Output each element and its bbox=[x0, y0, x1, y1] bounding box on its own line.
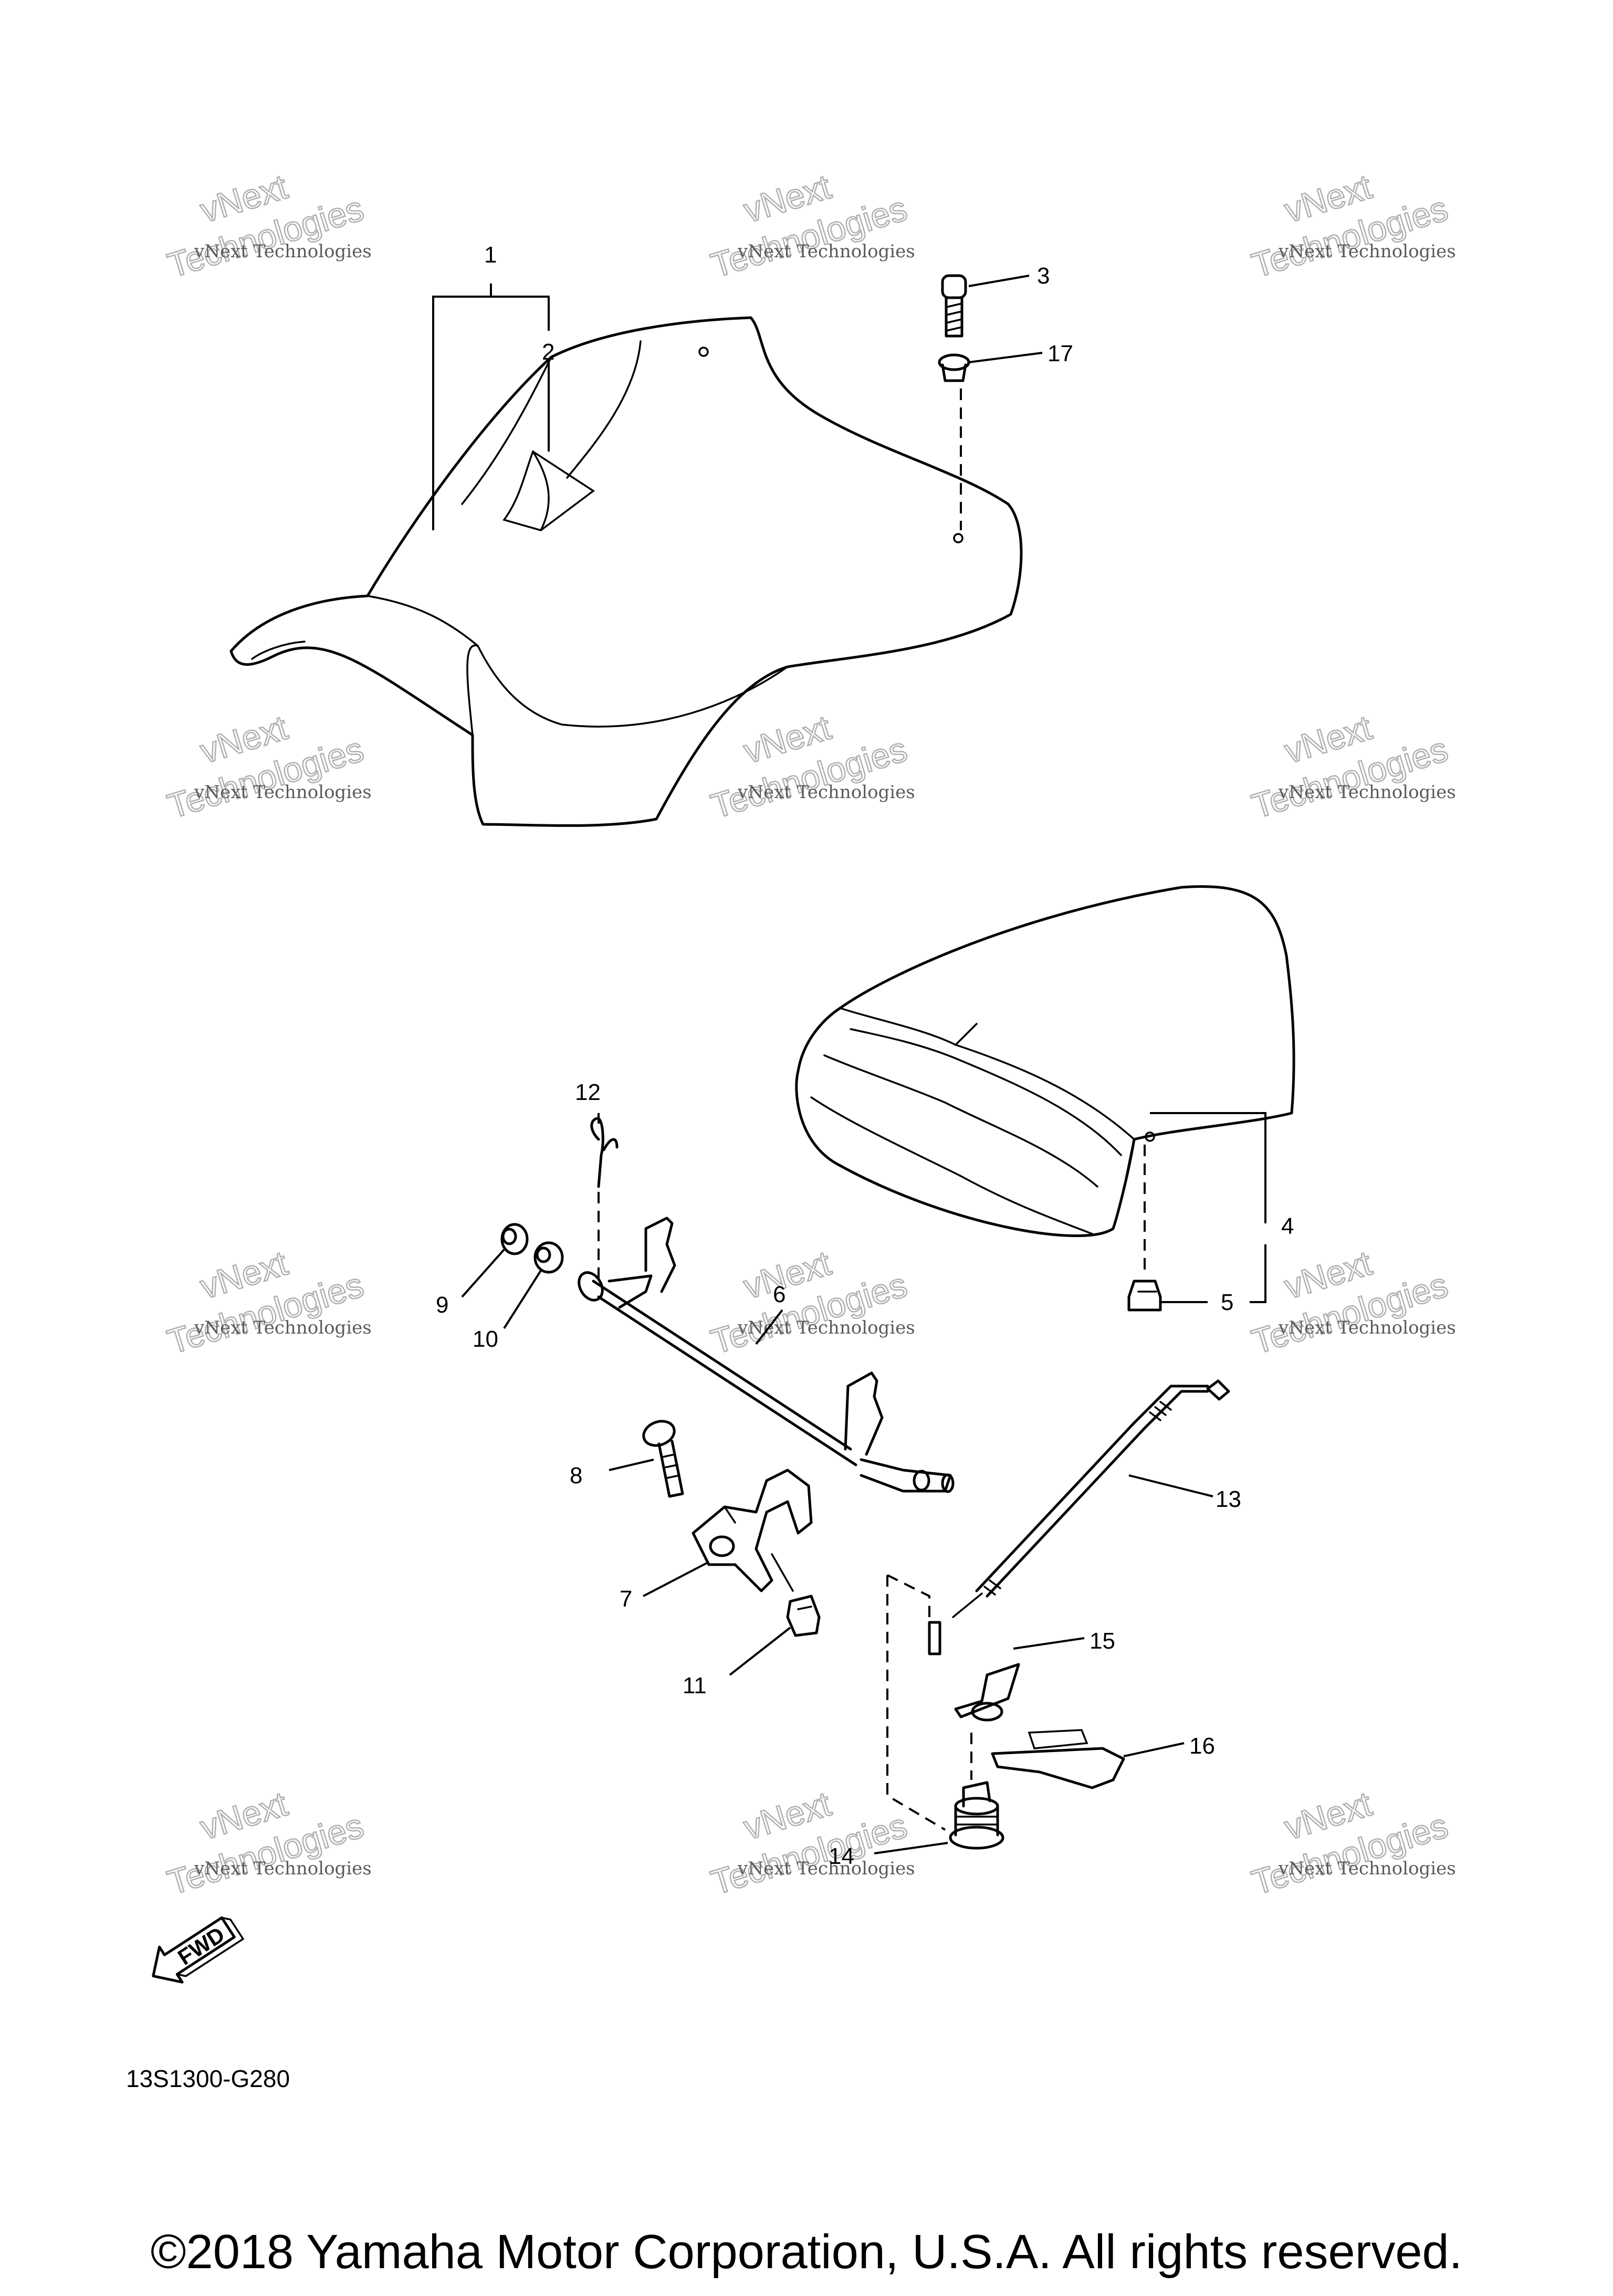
callout-3: 3 bbox=[1037, 263, 1050, 289]
rider-seat bbox=[229, 316, 1023, 827]
grommet-10 bbox=[533, 1241, 564, 1274]
bolt-8 bbox=[642, 1420, 684, 1498]
watermark-small: vNext Technologies bbox=[194, 1317, 372, 1338]
callout-17: 17 bbox=[1048, 341, 1073, 366]
watermark-small: vNext Technologies bbox=[737, 1317, 915, 1338]
copyright-notice: ©2018 Yamaha Motor Corporation, U.S.A. A… bbox=[151, 2225, 1462, 2279]
watermark: vNext Technologies vNext Technologies bbox=[162, 707, 372, 826]
callout-1: 1 bbox=[484, 242, 497, 268]
callout-11: 11 bbox=[683, 1673, 707, 1699]
watermark: vNext Technologies vNext Technologies bbox=[706, 1243, 915, 1362]
watermark-small: vNext Technologies bbox=[737, 1858, 915, 1879]
watermark: vNext Technologies vNext Technologies bbox=[162, 1243, 372, 1362]
callout-5: 5 bbox=[1221, 1289, 1233, 1315]
fwd-label: FWD bbox=[173, 1922, 229, 1970]
callout-12: 12 bbox=[575, 1079, 601, 1105]
callout-4: 4 bbox=[1281, 1213, 1294, 1239]
lock-axis-top bbox=[887, 1574, 930, 1617]
watermark: vNext Technologies vNext Technologies bbox=[706, 1784, 915, 1903]
watermark-small: vNext Technologies bbox=[737, 782, 915, 803]
rod-6 bbox=[578, 1217, 955, 1493]
pin-12 bbox=[590, 1117, 619, 1188]
nut-5 bbox=[1127, 1280, 1162, 1312]
callout-8: 8 bbox=[570, 1463, 582, 1488]
cylinder-14 bbox=[949, 1781, 1004, 1850]
watermark-small: vNext Technologies bbox=[1278, 241, 1456, 262]
watermark: vNext Technologies vNext Technologies bbox=[706, 166, 915, 286]
watermark-small: vNext Technologies bbox=[737, 241, 915, 262]
watermarks: vNext Technologies vNext Technologies vN… bbox=[162, 166, 1456, 1903]
pin-shaft bbox=[928, 1621, 941, 1655]
watermark-small: vNext Technologies bbox=[194, 1858, 372, 1879]
passenger-seat bbox=[795, 885, 1295, 1238]
watermark-small: vNext Technologies bbox=[194, 782, 372, 803]
leaders bbox=[432, 275, 1266, 1854]
watermark: vNext Technologies vNext Technologies bbox=[162, 166, 372, 286]
collar-9 bbox=[500, 1223, 529, 1255]
watermark-small: vNext Technologies bbox=[1278, 1317, 1456, 1338]
callout-16: 16 bbox=[1189, 1733, 1215, 1759]
callout-14: 14 bbox=[829, 1843, 854, 1869]
callout-2: 2 bbox=[542, 339, 554, 365]
watermark-small: vNext Technologies bbox=[194, 241, 372, 262]
callout-6: 6 bbox=[773, 1282, 785, 1307]
bolt-3 bbox=[941, 274, 967, 338]
watermark-small: vNext Technologies bbox=[1278, 1858, 1456, 1879]
cable-13 bbox=[952, 1379, 1230, 1618]
callout-15: 15 bbox=[1090, 1628, 1115, 1654]
washer-17 bbox=[938, 353, 970, 382]
callout-13: 13 bbox=[1216, 1486, 1241, 1512]
watermark: vNext Technologies vNext Technologies bbox=[162, 1784, 372, 1903]
watermark: vNext Technologies vNext Technologies bbox=[1247, 707, 1456, 826]
callout-7: 7 bbox=[620, 1586, 632, 1612]
plate-15 bbox=[954, 1663, 1020, 1722]
watermark: vNext Technologies vNext Technologies bbox=[1247, 1784, 1456, 1903]
watermark: vNext Technologies vNext Technologies bbox=[706, 707, 915, 826]
fwd-arrow-icon: FWD bbox=[152, 1916, 245, 1984]
damper-11 bbox=[786, 1595, 821, 1637]
watermark: vNext Technologies vNext Technologies bbox=[1247, 166, 1456, 286]
watermark: vNext Technologies vNext Technologies bbox=[1247, 1243, 1456, 1362]
drawing-number: 13S1300-G280 bbox=[126, 2065, 290, 2092]
damper-link bbox=[771, 1553, 794, 1592]
callout-9: 9 bbox=[436, 1292, 448, 1318]
callouts: 1 2 3 4 5 6 7 8 9 10 11 12 13 14 15 16 1… bbox=[436, 242, 1294, 1869]
watermark-small: vNext Technologies bbox=[1278, 782, 1456, 803]
lock-axis-left bbox=[886, 1575, 946, 1831]
bracket-7 bbox=[692, 1469, 813, 1592]
callout-10: 10 bbox=[473, 1326, 498, 1352]
cover-16 bbox=[991, 1729, 1125, 1789]
